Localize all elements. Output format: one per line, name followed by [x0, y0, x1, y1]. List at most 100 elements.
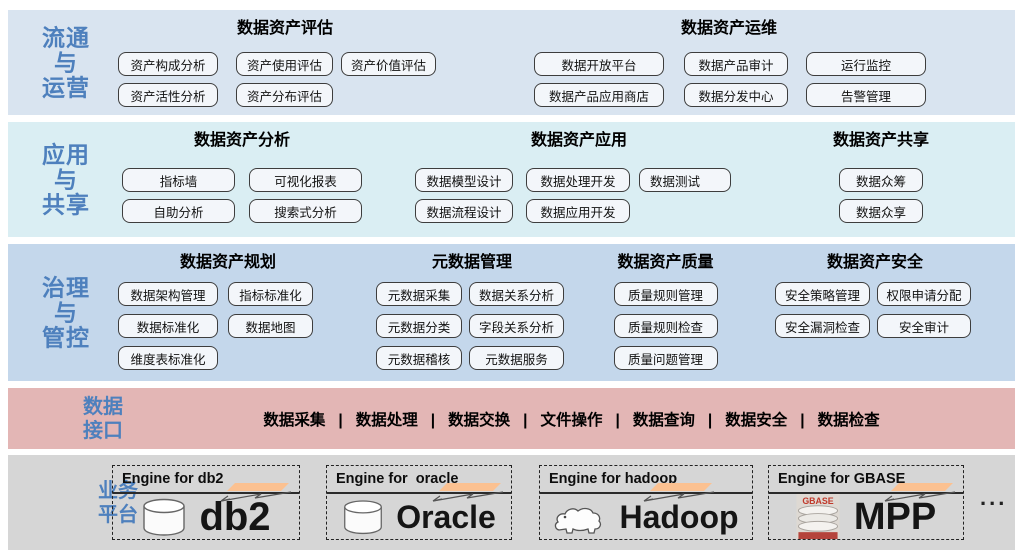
section-metadata-management: 元数据管理 元数据采集 数据关系分析 元数据分类 字段关系分析 元数据稽核 元数…	[372, 252, 572, 370]
section-title: 数据资产应用	[530, 132, 627, 149]
interface-item: 文件操作	[540, 411, 603, 429]
interface-item: 数据检查	[817, 411, 880, 429]
engine-body: db2	[113, 494, 299, 539]
separator: |	[430, 411, 436, 429]
module-row: 数据开放平台 数据产品审计 运行监控	[534, 52, 926, 76]
module-box: 运行监控	[806, 52, 926, 76]
module-row: 数据众筹	[821, 168, 941, 192]
module-row: 数据产品应用商店 数据分发中心 告警管理	[534, 83, 926, 107]
module-row: 数据众享	[821, 199, 941, 223]
section-asset-analysis: 数据资产分析 指标墙 可视化报表 自助分析 搜索式分析	[122, 130, 362, 223]
module-box: 自助分析	[122, 199, 235, 223]
module-box: 元数据采集	[376, 282, 462, 306]
band-application-sharing: 应用 与 共享 数据资产分析 指标墙 可视化报表 自助分析 搜索式分析 数据资产…	[8, 122, 1015, 237]
module-row: 指标墙 可视化报表	[122, 168, 362, 192]
section-asset-development: 数据资产应用 数据模型设计 数据处理开发 数据测试 数据流程设计 数据应用开发	[415, 130, 731, 223]
module-row: 数据流程设计 数据应用开发	[415, 199, 731, 223]
section-title: 数据资产安全	[826, 254, 923, 271]
engine-box-db2: Engine for db2 db2	[112, 465, 300, 540]
more-engines-ellipsis: ...	[980, 485, 1008, 510]
separator: |	[707, 411, 713, 429]
band-data-interface: 数据 接口 数据采集 | 数据处理 | 数据交换 | 文件操作 | 数据查询 | 数据安全 | 数据检查	[8, 388, 1015, 449]
module-box: 数据产品应用商店	[534, 83, 664, 107]
engine-body: GBASE MPP	[769, 494, 963, 539]
module-box: 告警管理	[806, 83, 926, 107]
section-asset-evaluation: 数据资产评估 资产构成分析 资产使用评估 资产价值评估 资产活性分析 资产分布评…	[118, 18, 452, 107]
module-box: 字段关系分析	[469, 314, 564, 338]
database-cylinder-icon	[143, 498, 186, 536]
module-box: 指标标准化	[228, 282, 313, 306]
database-cylinder-icon	[344, 499, 383, 534]
engine-body: Oracle	[327, 494, 511, 539]
hadoop-elephant-icon	[555, 507, 602, 534]
module-box: 质量规则检查	[613, 314, 718, 338]
engine-box-hadoop: Engine for hadoop Hadoop	[539, 465, 753, 540]
module-box: 搜索式分析	[249, 199, 362, 223]
module-box: 可视化报表	[249, 168, 362, 192]
band-label-interface: 数据 接口	[83, 395, 123, 442]
section-asset-planning: 数据资产规划 数据架构管理 指标标准化 数据标准化 数据地图 维度表标准化	[118, 252, 338, 370]
module-box: 安全审计	[877, 314, 971, 338]
module-row: 安全漏洞检查 安全审计	[775, 314, 975, 338]
module-box: 元数据分类	[376, 314, 462, 338]
section-title: 元数据管理	[431, 254, 512, 271]
engine-box-oracle: Engine for oracle Oracle	[326, 465, 512, 540]
section-asset-security: 数据资产安全 安全策略管理 权限申请分配 安全漏洞检查 安全审计	[775, 252, 975, 338]
band-label-application: 应用 与 共享	[42, 141, 90, 217]
section-title: 数据资产共享	[832, 132, 929, 149]
engine-name: Hadoop	[619, 498, 739, 535]
module-box: 维度表标准化	[118, 346, 218, 370]
module-box: 数据众享	[839, 199, 923, 223]
engine-name: MPP	[853, 495, 937, 538]
band-business-platform: 业务 平台 Engine for db2 db2 Engine for orac…	[8, 455, 1015, 550]
interface-items-row: 数据采集 | 数据处理 | 数据交换 | 文件操作 | 数据查询 | 数据安全 | 数据检查	[138, 408, 1005, 430]
module-box: 元数据稽核	[376, 346, 462, 370]
band-label-governance: 治理 与 管控	[42, 274, 90, 350]
band-label-circulation: 流通 与 运营	[42, 24, 90, 100]
engine-title: Engine for hadoop	[540, 466, 752, 494]
module-row: 维度表标准化	[118, 346, 338, 370]
module-box: 安全策略管理	[775, 282, 870, 306]
module-box: 数据分发中心	[684, 83, 788, 107]
module-row: 质量规则管理	[608, 282, 723, 306]
interface-item: 数据处理	[355, 411, 418, 429]
engine-name: Oracle	[396, 498, 496, 535]
interface-item: 数据查询	[632, 411, 695, 429]
module-box: 元数据服务	[469, 346, 564, 370]
module-box: 数据产品审计	[684, 52, 788, 76]
band-circulation-operations: 流通 与 运营 数据资产评估 资产构成分析 资产使用评估 资产价值评估 资产活性…	[8, 10, 1015, 115]
engine-body: Hadoop	[540, 494, 752, 539]
module-box: 数据处理开发	[526, 168, 630, 192]
module-box: 资产使用评估	[236, 52, 333, 76]
module-row: 安全策略管理 权限申请分配	[775, 282, 975, 306]
interface-item: 数据安全	[725, 411, 788, 429]
module-box: 数据开放平台	[534, 52, 664, 76]
separator: |	[523, 411, 528, 429]
module-row: 元数据分类 字段关系分析	[376, 314, 572, 338]
module-row: 元数据采集 数据关系分析	[376, 282, 572, 306]
separator: |	[615, 411, 620, 429]
module-box: 安全漏洞检查	[775, 314, 870, 338]
module-box: 质量问题管理	[613, 346, 718, 370]
engine-title: Engine for db2	[113, 466, 299, 494]
engine-title: Engine for GBASE	[769, 466, 963, 494]
separator: |	[800, 411, 805, 429]
engine-title: Engine for oracle	[327, 466, 511, 494]
module-box: 权限申请分配	[877, 282, 971, 306]
section-title: 数据资产分析	[193, 132, 290, 149]
interface-item: 数据交换	[448, 411, 511, 429]
svg-text:GBASE: GBASE	[802, 496, 833, 506]
module-row: 数据架构管理 指标标准化	[118, 282, 338, 306]
module-box: 数据架构管理	[118, 282, 218, 306]
engine-name: db2	[199, 494, 271, 539]
module-row: 资产构成分析 资产使用评估 资产价值评估	[118, 52, 452, 76]
section-title: 数据资产评估	[236, 20, 333, 37]
interface-item: 数据采集	[263, 411, 326, 429]
section-asset-quality: 数据资产质量 质量规则管理 质量规则检查 质量问题管理	[608, 252, 723, 370]
separator: |	[338, 411, 343, 429]
module-box: 数据应用开发	[526, 199, 630, 223]
module-box: 数据众筹	[839, 168, 923, 192]
section-title: 数据资产质量	[617, 254, 714, 271]
gbase-storage-icon: GBASE	[796, 494, 840, 539]
module-box: 指标墙	[122, 168, 235, 192]
